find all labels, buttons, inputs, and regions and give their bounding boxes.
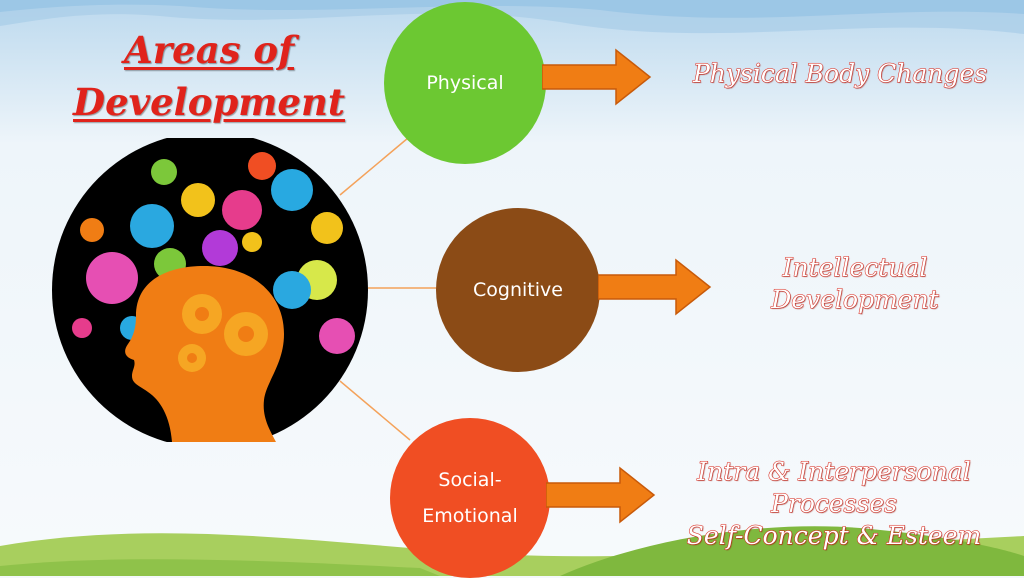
area-label-line: Social- xyxy=(438,469,502,491)
outcome-line: Intellectual xyxy=(782,253,928,283)
outcome-line: Intra & Interpersonal xyxy=(697,457,971,487)
outcome-line: Development xyxy=(771,285,939,315)
area-label-cognitive: Cognitive xyxy=(473,272,563,308)
connector-social-emotional xyxy=(339,380,411,441)
area-label-line: Cognitive xyxy=(473,279,563,301)
area-label-line: Physical xyxy=(426,72,504,94)
title-line-1: Areas of xyxy=(123,28,295,72)
area-label-line: Emotional xyxy=(422,505,518,527)
brain-gears-head-icon xyxy=(52,138,368,442)
area-label-social-emotional: Social- Emotional xyxy=(422,462,517,534)
outcome-line: Physical Body Changes xyxy=(692,59,988,89)
outcome-line: Processes xyxy=(771,489,898,519)
outcome-physical: Physical Body Changes xyxy=(660,58,1020,90)
page-title: Areas of Development xyxy=(54,24,364,128)
outcome-line: Self-Concept & Esteem xyxy=(686,521,982,551)
area-node-cognitive: Cognitive xyxy=(436,208,600,372)
title-line-2: Development xyxy=(73,80,345,124)
area-node-physical: Physical xyxy=(384,2,546,164)
area-node-social-emotional: Social- Emotional xyxy=(390,418,550,578)
arrow-icon xyxy=(598,258,712,316)
area-label-physical: Physical xyxy=(426,65,503,101)
arrow-icon xyxy=(542,48,652,106)
arrow-icon xyxy=(546,466,656,524)
connector-physical xyxy=(339,137,409,196)
